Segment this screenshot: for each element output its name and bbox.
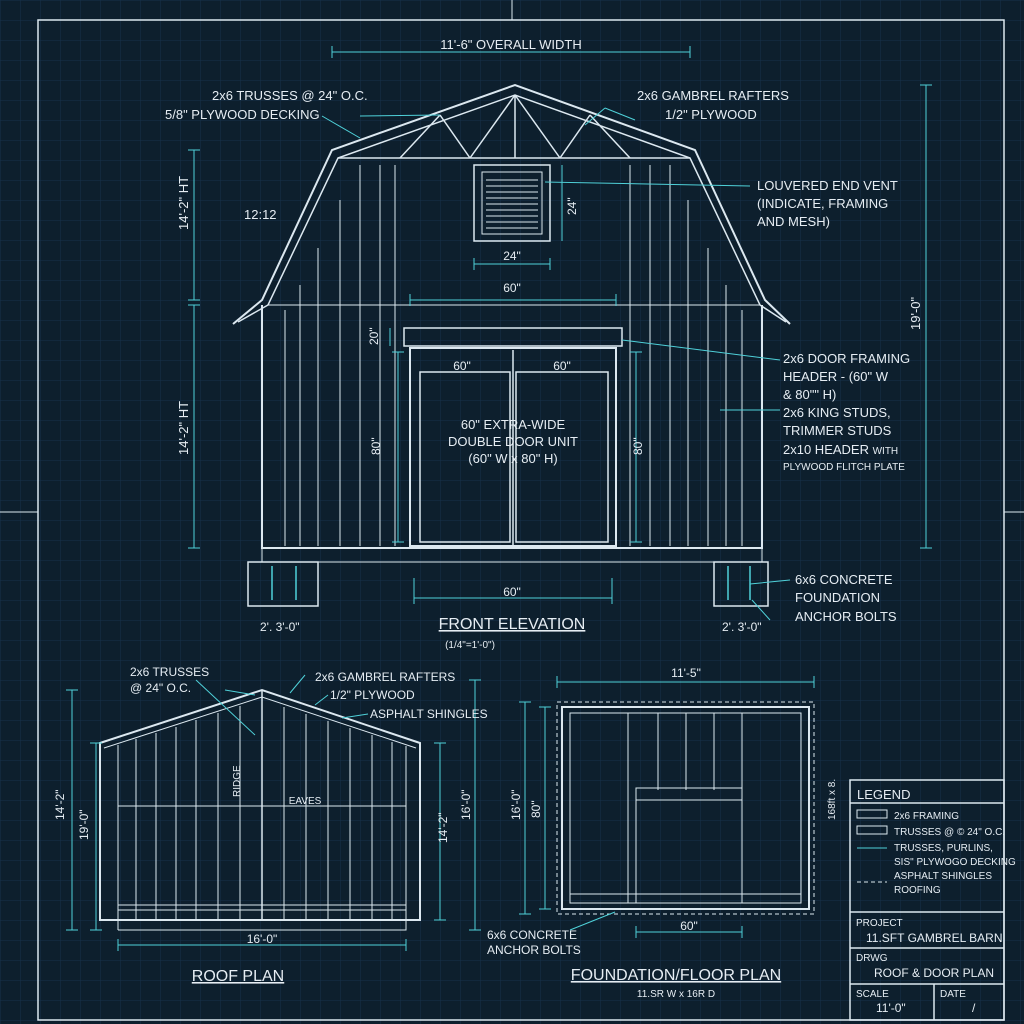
roof-dim-d: 16'-0"	[459, 789, 473, 820]
trimmer-studs-note: TRIMMER STUDS	[783, 423, 892, 438]
plywood-label: 1/2" PLYWOOD	[665, 107, 757, 122]
foundation-dimensions	[519, 676, 815, 938]
roof-bottom-dim: 16'-0"	[247, 932, 278, 946]
foundation-plan-title: FOUNDATION/FLOOR PLAN	[571, 967, 781, 984]
door-header[interactable]	[403, 327, 623, 347]
louvered-vent	[473, 164, 551, 242]
truss-webs	[399, 94, 631, 159]
door-note-2: DOUBLE DOOR UNIT	[448, 434, 578, 449]
foundation-note-3: ANCHOR BOLTS	[795, 609, 897, 624]
sheet-border	[37, 19, 1005, 1021]
vent-height-label: 24"	[565, 197, 579, 215]
king-studs-note: 2x6 KING STUDS,	[783, 405, 891, 420]
legend-item-4: SIS" PLYWOGO DECKING	[894, 857, 1016, 868]
foundation-note-2: FOUNDATION	[795, 590, 880, 605]
gambrel-rafters-label: 2x6 GAMBREL RAFTERS	[637, 88, 789, 103]
eaves-label: EAVES	[289, 796, 322, 807]
foundation-left-dim-b: 80"	[529, 800, 543, 818]
foundation-left-dim-a: 16'-0"	[509, 789, 523, 820]
legend-item-2: TRUSSES @ © 24" O.C.	[894, 827, 1005, 838]
upper-height-label: 14'-2" HT	[176, 176, 191, 230]
legend-title: LEGEND	[857, 787, 910, 802]
roof-plan-title: ROOF PLAN	[192, 968, 284, 985]
front-labels: 11'-6" OVERALL WIDTH 2x6 TRUSSES @ 24" O…	[165, 37, 923, 651]
footing-right	[713, 561, 769, 607]
scale-value: 11'-0"	[876, 1001, 906, 1015]
total-height-label: 19'-0"	[908, 296, 923, 330]
door-height-left: 80"	[369, 437, 383, 455]
ridge-label: RIDGE	[232, 765, 243, 797]
door-note-3: (60" W x 80" H)	[468, 451, 557, 466]
drawing-label: DRWG	[856, 953, 888, 964]
roof-dim-b: 19'-0"	[77, 809, 91, 840]
door-framing-note-3: & 80"" H)	[783, 387, 836, 402]
roof-dim-c: 14'-2"	[436, 812, 450, 843]
header-height-label: 20"	[367, 327, 381, 345]
door-height-right: 80"	[631, 437, 645, 455]
pitch-label: 12:12	[244, 207, 277, 222]
anchor-note-1: 6x6 CONCRETE	[487, 928, 577, 942]
roof-labels: 2x6 TRUSSES @ 24" O.C. 2x6 GAMBREL RAFTE…	[53, 665, 488, 985]
header-note: 2x10 HEADER WITH	[783, 442, 898, 457]
legend-item-1: 2x6 FRAMING	[894, 811, 959, 822]
footing-right-label: 2'. 3'-0"	[722, 620, 762, 634]
title-block	[849, 779, 1005, 1021]
header-width-label: 60"	[503, 281, 521, 295]
door-framing-note-2: HEADER - (60" W	[783, 369, 889, 384]
vent-label-2: (INDICATE, FRAMING	[757, 196, 888, 211]
foundation-labels: 11'-5" 16'-0" 80" 168ft x 8. 60" 6x6 CON…	[487, 666, 838, 1000]
front-dimensions	[188, 46, 932, 621]
legend-item-6: ROOFING	[894, 885, 941, 896]
roof-plan	[99, 688, 421, 931]
legend-labels: LEGEND 2x6 FRAMING TRUSSES @ © 24" O.C. …	[856, 787, 1016, 1015]
door-framing-note-1: 2x6 DOOR FRAMING	[783, 351, 910, 366]
drawing-value: ROOF & DOOR PLAN	[874, 966, 994, 980]
front-elevation-title: FRONT ELEVATION	[439, 616, 586, 633]
roof-trusses-spacing: @ 24" O.C.	[130, 681, 191, 695]
door-leaf-right[interactable]	[515, 371, 609, 543]
vent-label-1: LOUVERED END VENT	[757, 178, 898, 193]
trusses-label: 2x6 TRUSSES @ 24" O.C.	[212, 88, 368, 103]
foundation-bottom-dim: 60"	[680, 919, 698, 933]
footing-left	[247, 561, 319, 607]
project-value: 11.SFT GAMBREL BARN	[866, 931, 1002, 945]
legend-item-3: TRUSSES, PURLINS,	[894, 843, 993, 854]
barn-roof-outline	[232, 83, 791, 325]
anchor-note-2: ANCHOR BOLTS	[487, 943, 581, 957]
lower-height-label: 14'-2" HT	[176, 401, 191, 455]
overall-width-label: 11'-6" OVERALL WIDTH	[440, 37, 581, 52]
front-elevation	[232, 83, 791, 607]
foundation-plan	[556, 701, 815, 915]
door-left-width: 60"	[453, 359, 471, 373]
front-elevation-scale: (1/4"=1'-0")	[445, 640, 495, 651]
date-value: /	[972, 1001, 976, 1015]
legend-item-5: ASPHALT SHINGLES	[894, 871, 992, 882]
foundation-right-dim: 168ft x 8.	[827, 779, 838, 820]
roof-plywood-label: 1/2" PLYWOOD	[330, 688, 415, 702]
flitch-plate-note: PLYWOOD FLITCH PLATE	[783, 462, 905, 473]
foundation-note-1: 6x6 CONCRETE	[795, 572, 893, 587]
decking-label: 5/8" PLYWOOD DECKING	[165, 107, 320, 122]
wall-studs	[284, 165, 743, 546]
vent-width-label: 24"	[503, 249, 521, 263]
roof-trusses-label: 2x6 TRUSSES	[130, 665, 209, 679]
bottom-width-label: 60"	[503, 585, 521, 599]
foundation-top-dim: 11'-5"	[671, 666, 701, 680]
door-leaf-left[interactable]	[419, 371, 511, 543]
vent-label-3: AND MESH)	[757, 214, 830, 229]
footing-left-label: 2'. 3'-0"	[260, 620, 300, 634]
project-label: PROJECT	[856, 918, 903, 929]
roof-shingles-label: ASPHALT SHINGLES	[370, 707, 488, 721]
scale-label: SCALE	[856, 989, 889, 1000]
roof-rafters-label: 2x6 GAMBREL RAFTERS	[315, 670, 455, 684]
foundation-plan-subtitle: 11.SR W x 16R D	[637, 989, 715, 1000]
date-label: DATE	[940, 989, 966, 1000]
edge-ticks	[0, 0, 1024, 513]
roof-dim-a: 14'-2"	[53, 789, 67, 820]
door-right-width: 60"	[553, 359, 571, 373]
door-note-1: 60" EXTRA-WIDE	[461, 417, 566, 432]
roof-dimensions	[66, 674, 481, 951]
